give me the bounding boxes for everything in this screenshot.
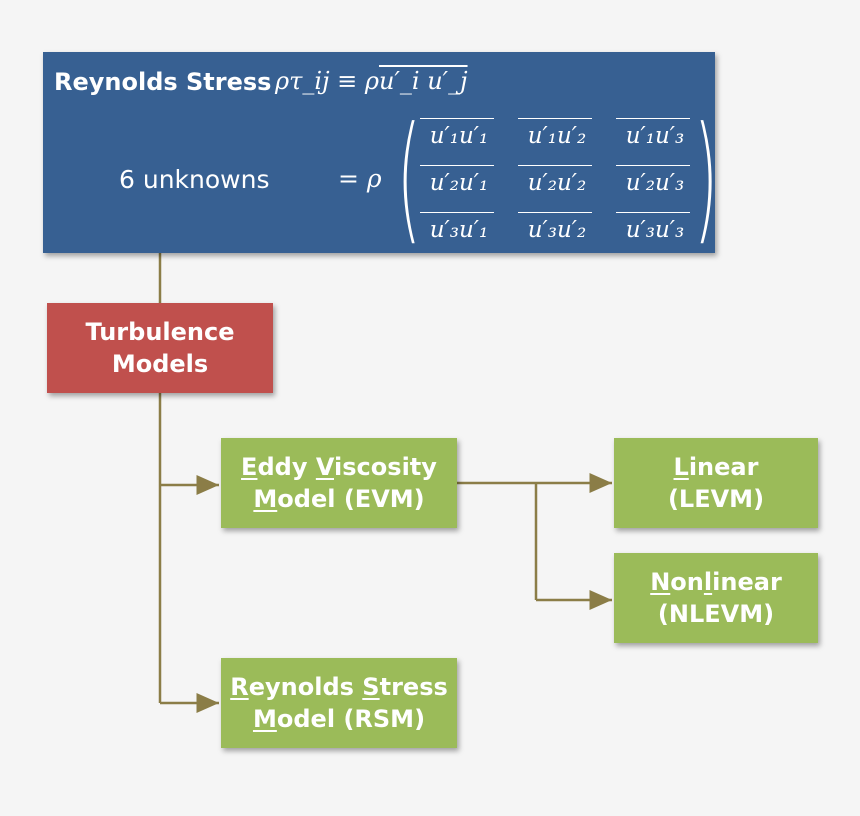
matrix-cell: u′₁u′₂ xyxy=(508,112,606,159)
nonlinear-evm-box: Nonlinear (NLEVM) xyxy=(614,553,818,643)
matrix-cell: u′₃u′₂ xyxy=(508,206,606,253)
matrix-right-paren: ) xyxy=(693,97,719,258)
matrix-cell: u′₂u′₂ xyxy=(508,159,606,206)
turbulence-models-line2: Models xyxy=(111,350,209,378)
nlevm-line1: Nonlinear xyxy=(650,568,782,596)
matrix-cell: u′₃u′₁ xyxy=(410,206,508,253)
rsm-line2: Model (RSM) xyxy=(252,705,426,733)
turbulence-models-box: Turbulence Models xyxy=(47,303,273,393)
reynolds-stress-model-box: Reynolds Stress Model (RSM) xyxy=(221,658,457,748)
evm-line1: Eddy Viscosity xyxy=(241,453,437,481)
matrix-cell: u′₂u′₁ xyxy=(410,159,508,206)
unknowns-label: 6 unknowns xyxy=(119,165,270,194)
rsm-line1: Reynolds Stress xyxy=(230,673,448,701)
levm-line1: Linear xyxy=(673,453,759,481)
velocity-correlation: u′_i u′_j xyxy=(378,67,468,95)
eddy-viscosity-model-box: Eddy Viscosity Model (EVM) xyxy=(221,438,457,528)
levm-line2: (LEVM) xyxy=(667,485,765,513)
evm-line2: Model (EVM) xyxy=(253,485,425,513)
matrix-cell: u′₁u′₁ xyxy=(410,112,508,159)
linear-evm-box: Linear (LEVM) xyxy=(614,438,818,528)
matrix-cell: u′₂u′₃ xyxy=(606,159,704,206)
reynolds-stress-box: Reynolds Stress ρτ_ij ≡ ρu′_i u′_j 6 unk… xyxy=(43,52,719,258)
reynolds-stress-title: Reynolds Stress xyxy=(54,68,272,96)
nlevm-line2: (NLEVM) xyxy=(657,600,775,628)
stress-tensor-matrix: u′₁u′₁ u′₁u′₂ u′₁u′₃ u′₂u′₁ u′₂u′₂ u′₂u′… xyxy=(410,112,704,253)
equals-rho: = ρ xyxy=(338,164,382,193)
matrix-cell: u′₃u′₃ xyxy=(606,206,704,253)
matrix-left-paren: ( xyxy=(396,97,422,258)
turbulence-models-line1: Turbulence xyxy=(85,318,235,346)
reynolds-stress-definition: ρτ_ij ≡ ρu′_i u′_j xyxy=(275,67,468,95)
matrix-cell: u′₁u′₃ xyxy=(606,112,704,159)
